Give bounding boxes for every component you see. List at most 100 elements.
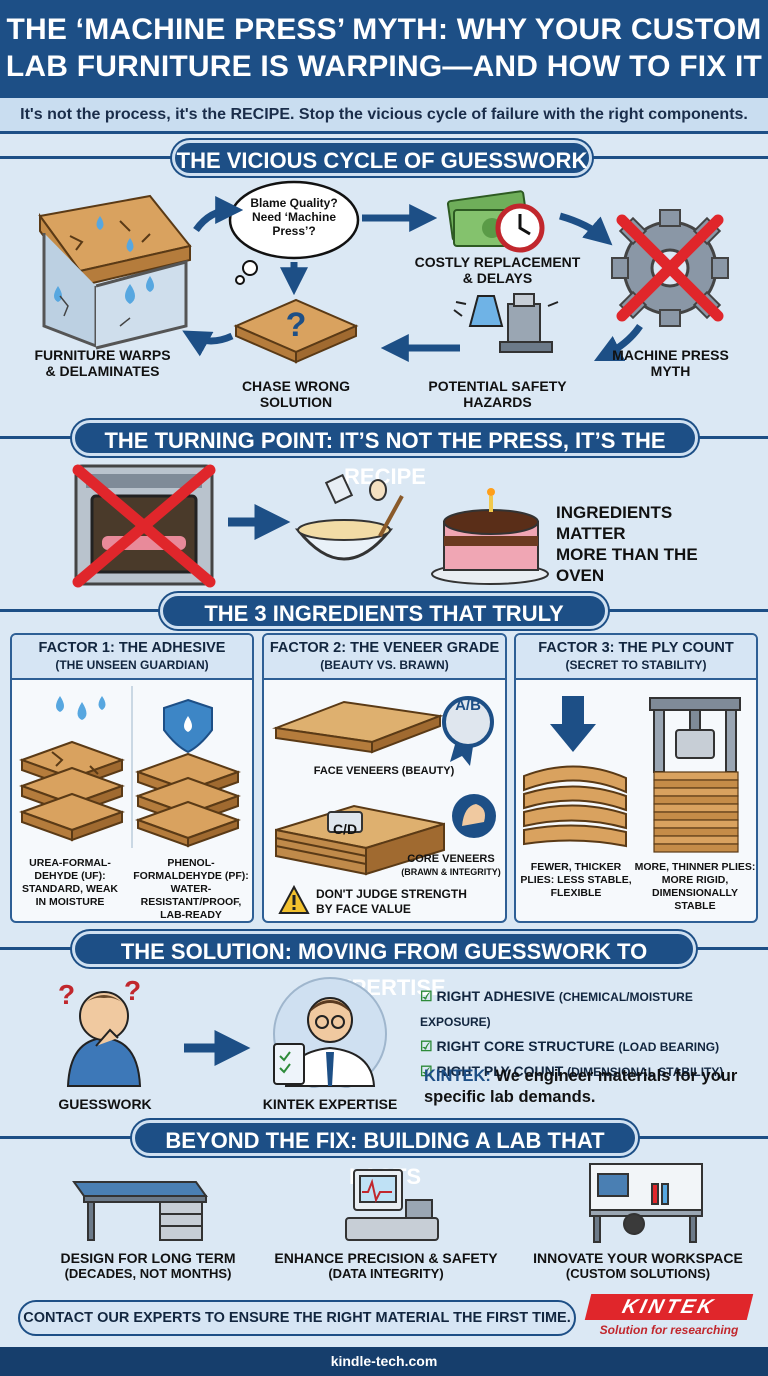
guesswork-label: GUESSWORK	[58, 1096, 152, 1112]
f1-right-text: PHENOL-FORMALDEHYDE (PF): WATER-RESISTAN…	[133, 857, 249, 921]
face-veneer-icon	[272, 700, 444, 754]
footer-url-link[interactable]: kindle-tech.com	[0, 1347, 768, 1376]
svg-text:?: ?	[286, 306, 307, 344]
confused-person-icon: ? ?	[58, 975, 141, 1087]
solution-illustration: ? ?	[58, 975, 387, 1088]
ribbon-badge-icon	[442, 696, 494, 766]
grade-cd-tag: C/D	[332, 821, 358, 837]
beyond-illustration	[72, 1163, 703, 1243]
subtitle: It's not the process, it's the RECIPE. S…	[0, 98, 768, 134]
turning-line-1: INGREDIENTS MATTER	[556, 503, 673, 543]
cycle-illustration: ?	[38, 180, 729, 364]
beyond-item: ENHANCE PRECISION & SAFETY (DATA INTEGRI…	[268, 1250, 504, 1282]
beyond-item: INNOVATE YOUR WORKSPACE (CUSTOM SOLUTION…	[520, 1250, 756, 1282]
f3-right-text: MORE, THINNER PLIES: MORE RIGID, DIMENSI…	[634, 861, 756, 912]
cake-icon	[431, 488, 549, 585]
checkbox-icon: ☑	[420, 988, 433, 1004]
lab-bench-icon	[72, 1181, 208, 1241]
shield-icon	[163, 698, 213, 754]
check-item: ☑ RIGHT ADHESIVE (CHEMICAL/MOISTURE EXPO…	[420, 984, 760, 1034]
thought-bubble-text: Blame Quality? Need ‘Machine Press’?	[250, 196, 338, 238]
thin-plies-icon	[653, 771, 739, 853]
section-heading-turning: THE TURNING POINT: IT’S NOT THE PRESS, I…	[72, 420, 698, 489]
check-item: ☑ RIGHT CORE STRUCTURE (LOAD BEARING)	[420, 1034, 760, 1059]
check-main: RIGHT PLY COUNT	[436, 1063, 564, 1079]
beyond-item-title: INNOVATE YOUR WORKSPACE	[533, 1250, 743, 1266]
money-clock-icon	[446, 190, 545, 253]
core-veneer-sub: (BRAWN & INTEGRITY)	[401, 867, 501, 877]
section-heading-beyond: BEYOND THE FIX: BUILDING A LAB THAT LAST…	[132, 1120, 638, 1189]
check-main: RIGHT CORE STRUCTURE	[436, 1038, 615, 1054]
factor-2-subheading: (BEAUTY VS. BRAWN)	[320, 658, 449, 672]
section-heading-solution: THE SOLUTION: MOVING FROM GUESSWORK TO E…	[72, 931, 696, 1000]
beyond-item: DESIGN FOR LONG TERM (DECADES, NOT MONTH…	[30, 1250, 266, 1282]
factor-3-panel: FACTOR 3: THE PLY COUNT (SECRET TO STABI…	[514, 633, 758, 923]
adhesive-illustration	[19, 686, 241, 848]
kintek-statement: KINTEK: We engineer materials for your s…	[424, 1066, 754, 1108]
lab-hazard-icon	[453, 293, 559, 353]
f1-left-text: UREA-FORMAL-DEHYDE (UF): STANDARD, WEAK …	[21, 857, 119, 908]
label-chase: CHASE WRONG SOLUTION	[241, 378, 351, 410]
factor-2-panel: FACTOR 2: THE VENEER GRADE (BEAUTY VS. B…	[262, 633, 507, 923]
face-veneer-label: FACE VENEERS (BEAUTY)	[313, 765, 455, 777]
checkbox-icon: ☑	[420, 1038, 433, 1054]
weak-plywood-icon	[19, 740, 125, 842]
kintek-logo: KINTEK	[584, 1294, 754, 1320]
beyond-item-sub: (CUSTOM SOLUTIONS)	[565, 1266, 711, 1281]
checkbox-icon: ☑	[420, 1063, 433, 1079]
core-veneer-label: CORE VENEERS (BRAWN & INTEGRITY)	[396, 853, 506, 879]
cta-contact-button[interactable]: CONTACT OUR EXPERTS TO ENSURE THE RIGHT …	[18, 1300, 576, 1336]
svg-text:?: ?	[58, 979, 75, 1010]
warning-icon	[278, 885, 310, 914]
factor-1-panel: FACTOR 1: THE ADHESIVE (THE UNSEEN GUARD…	[10, 633, 254, 923]
gear-crossed-icon	[611, 209, 729, 327]
checklist: ☑ RIGHT ADHESIVE (CHEMICAL/MOISTURE EXPO…	[420, 984, 760, 1084]
turning-line-2: MORE THAN THE OVEN	[556, 545, 698, 585]
f3-left-text: FEWER, THICKER PLIES: LESS STABLE, FLEXI…	[520, 861, 632, 899]
expert-icon	[273, 977, 387, 1088]
label-warps: FURNITURE WARPS & DELAMINATES	[34, 347, 171, 379]
kintek-label: KINTEK:	[424, 1067, 491, 1085]
thought-bubble-icon	[228, 180, 360, 285]
core-veneer-title: CORE VENEERS	[407, 853, 495, 865]
check-main: RIGHT ADHESIVE	[436, 988, 555, 1004]
check-note: (DIMENSIONAL STABILITY)	[567, 1065, 724, 1079]
check-item: ☑ RIGHT PLY COUNT (DIMENSIONAL STABILITY…	[420, 1059, 760, 1084]
factor-2-title: FACTOR 2: THE VENEER GRADE (BEAUTY VS. B…	[264, 635, 505, 680]
label-hazards: POTENTIAL SAFETY HAZARDS	[428, 378, 567, 410]
section-heading-ingredients: THE 3 INGREDIENTS THAT TRULY MATTER	[160, 593, 608, 662]
recipe-illustration	[72, 464, 549, 588]
kintek-tagline: Solution for researching	[599, 1323, 739, 1337]
expertise-label: KINTEK EXPERTISE	[262, 1096, 398, 1112]
question-board-icon: ?	[233, 298, 359, 364]
core-veneer-icon	[275, 804, 445, 876]
factor-3-subheading: (SECRET TO STABILITY)	[565, 658, 707, 672]
beyond-item-title: DESIGN FOR LONG TERM	[60, 1250, 236, 1266]
check-note: (LOAD BEARING)	[618, 1040, 720, 1054]
mixing-bowl-icon	[294, 473, 404, 561]
label-costly: COSTLY REPLACEMENT & DELAYS	[414, 254, 581, 286]
down-arrow-icon	[550, 696, 596, 752]
title-line-2: LAB FURNITURE IS WARPING—AND HOW TO FIX …	[5, 50, 763, 83]
ply-illustration	[523, 696, 741, 853]
page-header: THE ‘MACHINE PRESS’ MYTH: WHY YOUR CUSTO…	[0, 0, 768, 98]
svg-text:?: ?	[124, 975, 141, 1006]
flexed-arm-icon	[452, 794, 496, 838]
factor-1-title: FACTOR 1: THE ADHESIVE (THE UNSEEN GUARD…	[12, 635, 252, 680]
factor-3-heading: FACTOR 3: THE PLY COUNT	[538, 640, 734, 656]
press-machine-icon	[649, 697, 741, 773]
factor-1-heading: FACTOR 1: THE ADHESIVE	[38, 640, 226, 656]
thick-plies-icon	[523, 765, 627, 848]
turning-text: INGREDIENTS MATTER MORE THAN THE OVEN	[556, 502, 746, 586]
strong-plywood-icon	[135, 752, 241, 848]
beyond-item-title: ENHANCE PRECISION & SAFETY	[274, 1250, 498, 1266]
beyond-item-sub: (DECADES, NOT MONTHS)	[64, 1266, 232, 1281]
factor-2-heading: FACTOR 2: THE VENEER GRADE	[269, 640, 500, 656]
workspace-icon	[589, 1163, 703, 1243]
precision-instrument-icon	[345, 1169, 439, 1241]
kintek-text: We engineer materials for your specific …	[424, 1067, 738, 1106]
factor-3-title: FACTOR 3: THE PLY COUNT (SECRET TO STABI…	[516, 635, 756, 680]
grade-ab-badge: A/B	[455, 697, 481, 714]
beyond-item-sub: (DATA INTEGRITY)	[328, 1266, 444, 1281]
check-note: (CHEMICAL/MOISTURE EXPOSURE)	[420, 990, 693, 1029]
